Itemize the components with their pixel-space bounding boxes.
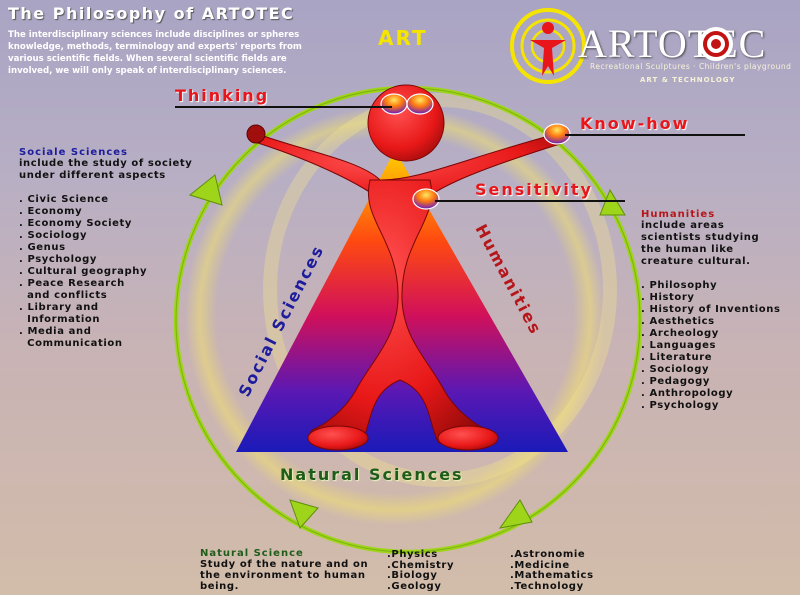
list-item: .Medicine [510,559,570,571]
humanities-list: . Philosophy . History . History of Inve… [641,280,796,412]
thinking-orb [406,93,434,115]
list-item: . Economy Society [19,218,133,229]
halo-ring-inner [263,93,617,487]
natural-science-panel: Natural Science Study of the nature and … [200,548,380,592]
natural-science-list-1: .Physics .Chemistry .Biology .Geology [387,549,455,592]
figure-left-foot [307,425,369,451]
thinking-orb [380,93,408,115]
natural-sciences-label: Natural Sciences [280,465,464,484]
artotec-logo: ARTOTEC Recreational Sculptures · Childr… [508,6,800,88]
list-item: . Library and [19,302,99,313]
list-item: . Literature [641,352,713,363]
list-item: . History [641,292,695,303]
list-item: . Sociology [641,364,710,375]
social-sciences-list: . Civic Science . Economy . Economy Soci… [19,194,194,350]
list-item: . Economy [19,206,83,217]
sensitivity-orb [412,188,440,210]
social-sciences-panel: Sociale Sciences include the study of so… [19,147,194,350]
figure-left-hand [246,124,266,144]
list-item: . Aesthetics [641,316,715,327]
cycle-arrow-icon [188,174,223,206]
list-item: . Genus [19,242,66,253]
list-item: .Biology [387,570,438,581]
list-item: . Sociology [19,230,88,241]
list-item: and conflicts [19,290,108,301]
list-item: . Pedagogy [641,376,711,387]
logo-tagline: Recreational Sculptures · Children's pla… [590,62,792,71]
natural-science-list-2: .Astronomie .Medicine .Mathematics .Tech… [510,549,594,592]
list-item: . Languages [641,340,717,351]
list-item: .Chemistry [387,559,455,571]
list-item: .Geology [387,580,442,592]
cycle-arrow-icon [289,499,319,529]
art-label: ART [378,26,428,50]
figure-head [367,84,445,162]
humanities-heading: Humanities [641,209,716,220]
list-item: . Civic Science [19,194,109,205]
list-item: .Technology [510,580,584,592]
list-item: . Psychology [19,254,97,265]
figure-body [309,179,491,448]
list-item: . Peace Research [19,278,125,289]
natural-science-heading: Natural Science [200,548,304,559]
cycle-arrow-icon [498,499,533,529]
list-item: . Archeology [641,328,719,339]
page-title: The Philosophy of ARTOTEC [8,4,295,23]
logo-subline: ART & TECHNOLOGY [640,76,736,84]
thinking-label: Thinking [175,86,270,105]
natural-science-description: Study of the nature and on the environme… [200,559,369,592]
social-sciences-description: include the study of society under diffe… [19,158,193,181]
list-item: Communication [19,338,123,349]
logo-mark-icon [510,8,586,84]
list-item: . History of Inventions [641,304,781,315]
cycle-arrow-icon [599,188,626,216]
list-item: .Astronomie [510,549,586,560]
humanities-panel: Humanities include areas scientists stud… [641,209,796,412]
list-item: . Cultural geography [19,266,148,277]
intro-paragraph: The interdisciplinary sciences include d… [8,30,302,76]
list-item: . Media and [19,326,92,337]
list-item: . Anthropology [641,388,734,399]
list-item: Information [19,314,101,325]
knowhow-label: Know-how [580,114,690,133]
list-item: .Physics [387,549,438,560]
logo-wordmark: ARTOTEC [578,21,767,66]
logo-target-icon [699,27,733,61]
list-item: . Psychology [641,400,719,411]
humanities-description: include areas scientists studying the hu… [641,220,760,267]
list-item: .Mathematics [510,570,594,581]
sensitivity-label: Sensitivity [475,180,593,199]
social-sciences-heading: Sociale Sciences [19,147,128,158]
figure-right-foot [437,425,499,451]
list-item: . Philosophy [641,280,718,291]
